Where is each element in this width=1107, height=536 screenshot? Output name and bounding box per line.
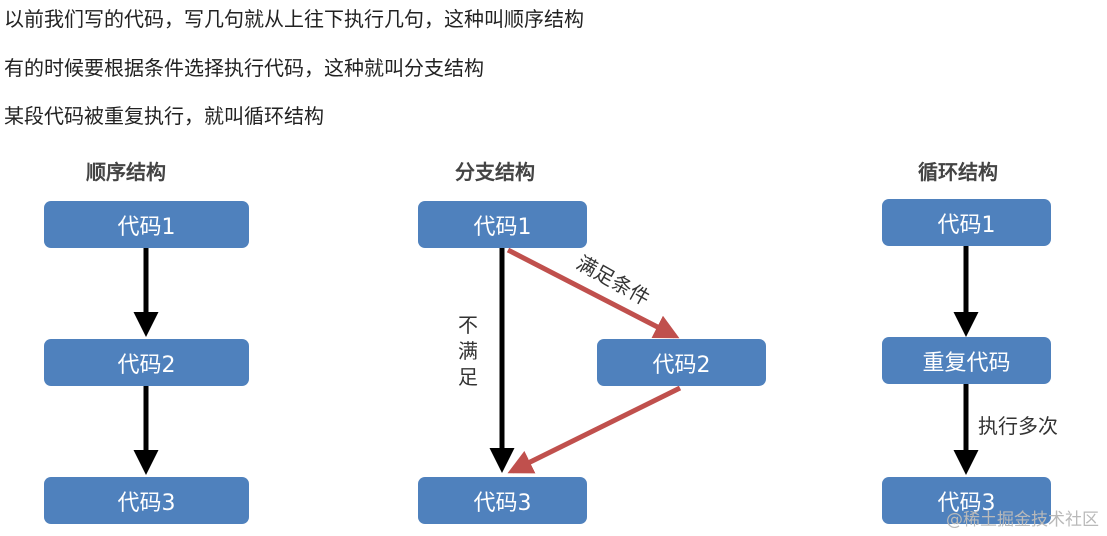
intro-line-2: 有的时候要根据条件选择执行代码，这种就叫分支结构 [4, 56, 484, 80]
loop-box-2: 重复代码 [882, 337, 1051, 384]
sequence-box-2: 代码2 [44, 339, 249, 386]
branch-arrow-2-to-3 [507, 385, 682, 474]
loop-box-3: 代码3 [882, 477, 1051, 524]
condition-not-met-label: 不满足 [458, 313, 478, 389]
intro-line-1: 以前我们写的代码，写几句就从上往下执行几句，这种叫顺序结构 [4, 7, 584, 31]
watermark: @稀土掘金技术社区 [946, 510, 1099, 530]
branch-box-3: 代码3 [418, 477, 587, 524]
intro-line-3: 某段代码被重复执行，就叫循环结构 [4, 104, 324, 128]
branch-box-1: 代码1 [418, 201, 587, 248]
branch-title: 分支结构 [455, 160, 535, 184]
loop-title: 循环结构 [918, 160, 998, 184]
sequence-title: 顺序结构 [86, 160, 166, 184]
repeat-label: 执行多次 [978, 414, 1058, 438]
loop-box-1: 代码1 [882, 199, 1051, 246]
branch-box-2: 代码2 [597, 339, 766, 386]
branch-arrow-condition-met [506, 247, 680, 339]
sequence-box-1: 代码1 [44, 201, 249, 248]
sequence-box-3: 代码3 [44, 477, 249, 524]
